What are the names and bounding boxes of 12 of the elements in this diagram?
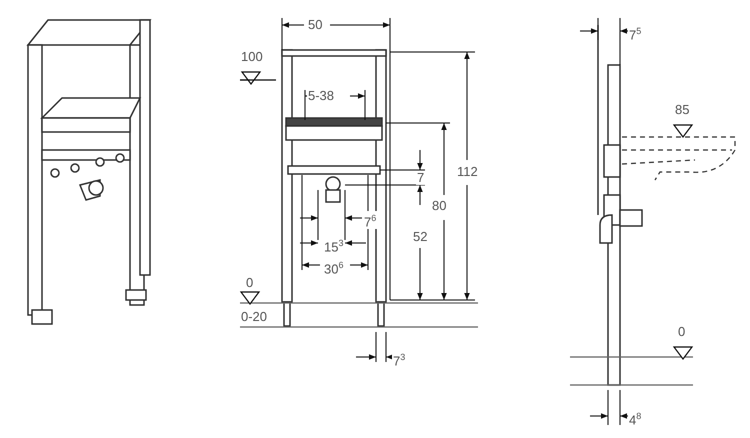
dimension-label: 100 [240, 50, 264, 64]
dimension-label: 7$^{6}$ [363, 211, 378, 230]
dimension-label: 0 [245, 276, 254, 290]
dimension-label: 80 [431, 199, 448, 213]
dimension-label: 85 [674, 103, 690, 117]
dimension-label: 112 [456, 165, 479, 179]
dimension-label: 50 [307, 18, 324, 32]
dimension-label: 0-20 [240, 310, 268, 324]
dimension-label: 5-38 [307, 89, 336, 103]
dimension-label: 52 [412, 230, 428, 244]
dimension-label: 7 [416, 171, 426, 185]
dimension-label: 0 [677, 325, 686, 339]
